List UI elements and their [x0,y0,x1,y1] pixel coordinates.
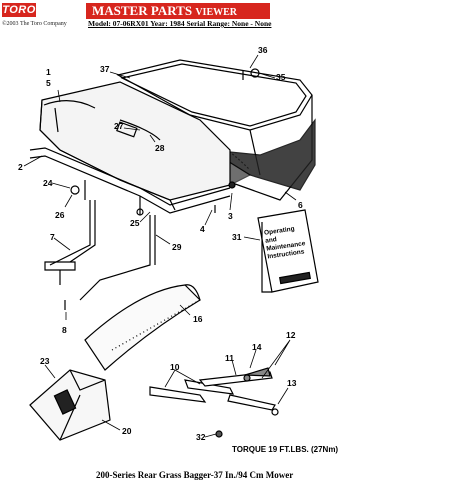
callout-28[interactable]: 28 [155,143,165,153]
diagram-caption: 200-Series Rear Grass Bagger-37 In./94 C… [96,470,294,480]
callout-7[interactable]: 7 [50,232,55,242]
manual-line-1: Operating [264,226,295,237]
toro-logo[interactable]: TORO [2,3,36,17]
callout-3[interactable]: 3 [228,211,233,221]
callout-13[interactable]: 13 [287,378,297,388]
callout-8[interactable]: 8 [62,325,67,335]
callout-20[interactable]: 20 [122,426,132,436]
callout-11[interactable]: 11 [225,353,234,363]
mower-blades-drawing [149,367,279,438]
copyright-text: ©2003 The Toro Company [2,21,67,27]
leader-lines [23,54,297,438]
title-main: MASTER PARTS [92,3,193,18]
chute-tube-drawing [84,284,201,371]
page-title: MASTER PARTS VIEWER [86,3,270,19]
callout-12[interactable]: 12 [286,330,296,340]
parts-diagram: 1 5 37 36 35 27 28 2 24 26 3 6 4 31 7 25… [18,45,338,454]
model-info: Model: 07-06RX01 Year: 1984 Serial Range… [88,19,272,28]
title-sub: VIEWER [195,7,238,18]
callout-5[interactable]: 5 [46,78,51,88]
callout-10[interactable]: 10 [170,362,180,372]
callout-37[interactable]: 37 [100,64,110,74]
callout-25[interactable]: 25 [130,218,140,228]
support-arms-drawing [44,200,156,310]
callout-26[interactable]: 26 [55,210,65,220]
operating-manual-drawing [257,209,319,293]
callout-31[interactable]: 31 [232,232,242,242]
bag-cover-drawing [39,81,231,211]
callout-35[interactable]: 35 [276,72,286,82]
callout-27[interactable]: 27 [114,121,124,131]
callout-32[interactable]: 32 [196,432,206,442]
manual-line-2: and [265,236,277,245]
page-header: TORO ©2003 The Toro Company MASTER PARTS… [0,0,466,30]
callout-29[interactable]: 29 [172,242,182,252]
hardware-drawing [70,68,260,216]
callout-23[interactable]: 23 [40,356,50,366]
callout-36[interactable]: 36 [258,45,268,55]
callout-14[interactable]: 14 [252,342,262,352]
callout-numbers: 1 5 37 36 35 27 28 2 24 26 3 6 4 31 7 25… [18,45,303,442]
callout-16[interactable]: 16 [193,314,203,324]
torque-spec: TORQUE 19 FT.LBS. (27Nm) [232,445,338,454]
callout-2[interactable]: 2 [18,162,23,172]
callout-1[interactable]: 1 [46,67,51,77]
callout-4[interactable]: 4 [200,224,205,234]
callout-24[interactable]: 24 [43,178,53,188]
callout-6[interactable]: 6 [298,200,303,210]
discharge-chute-drawing [29,369,111,441]
